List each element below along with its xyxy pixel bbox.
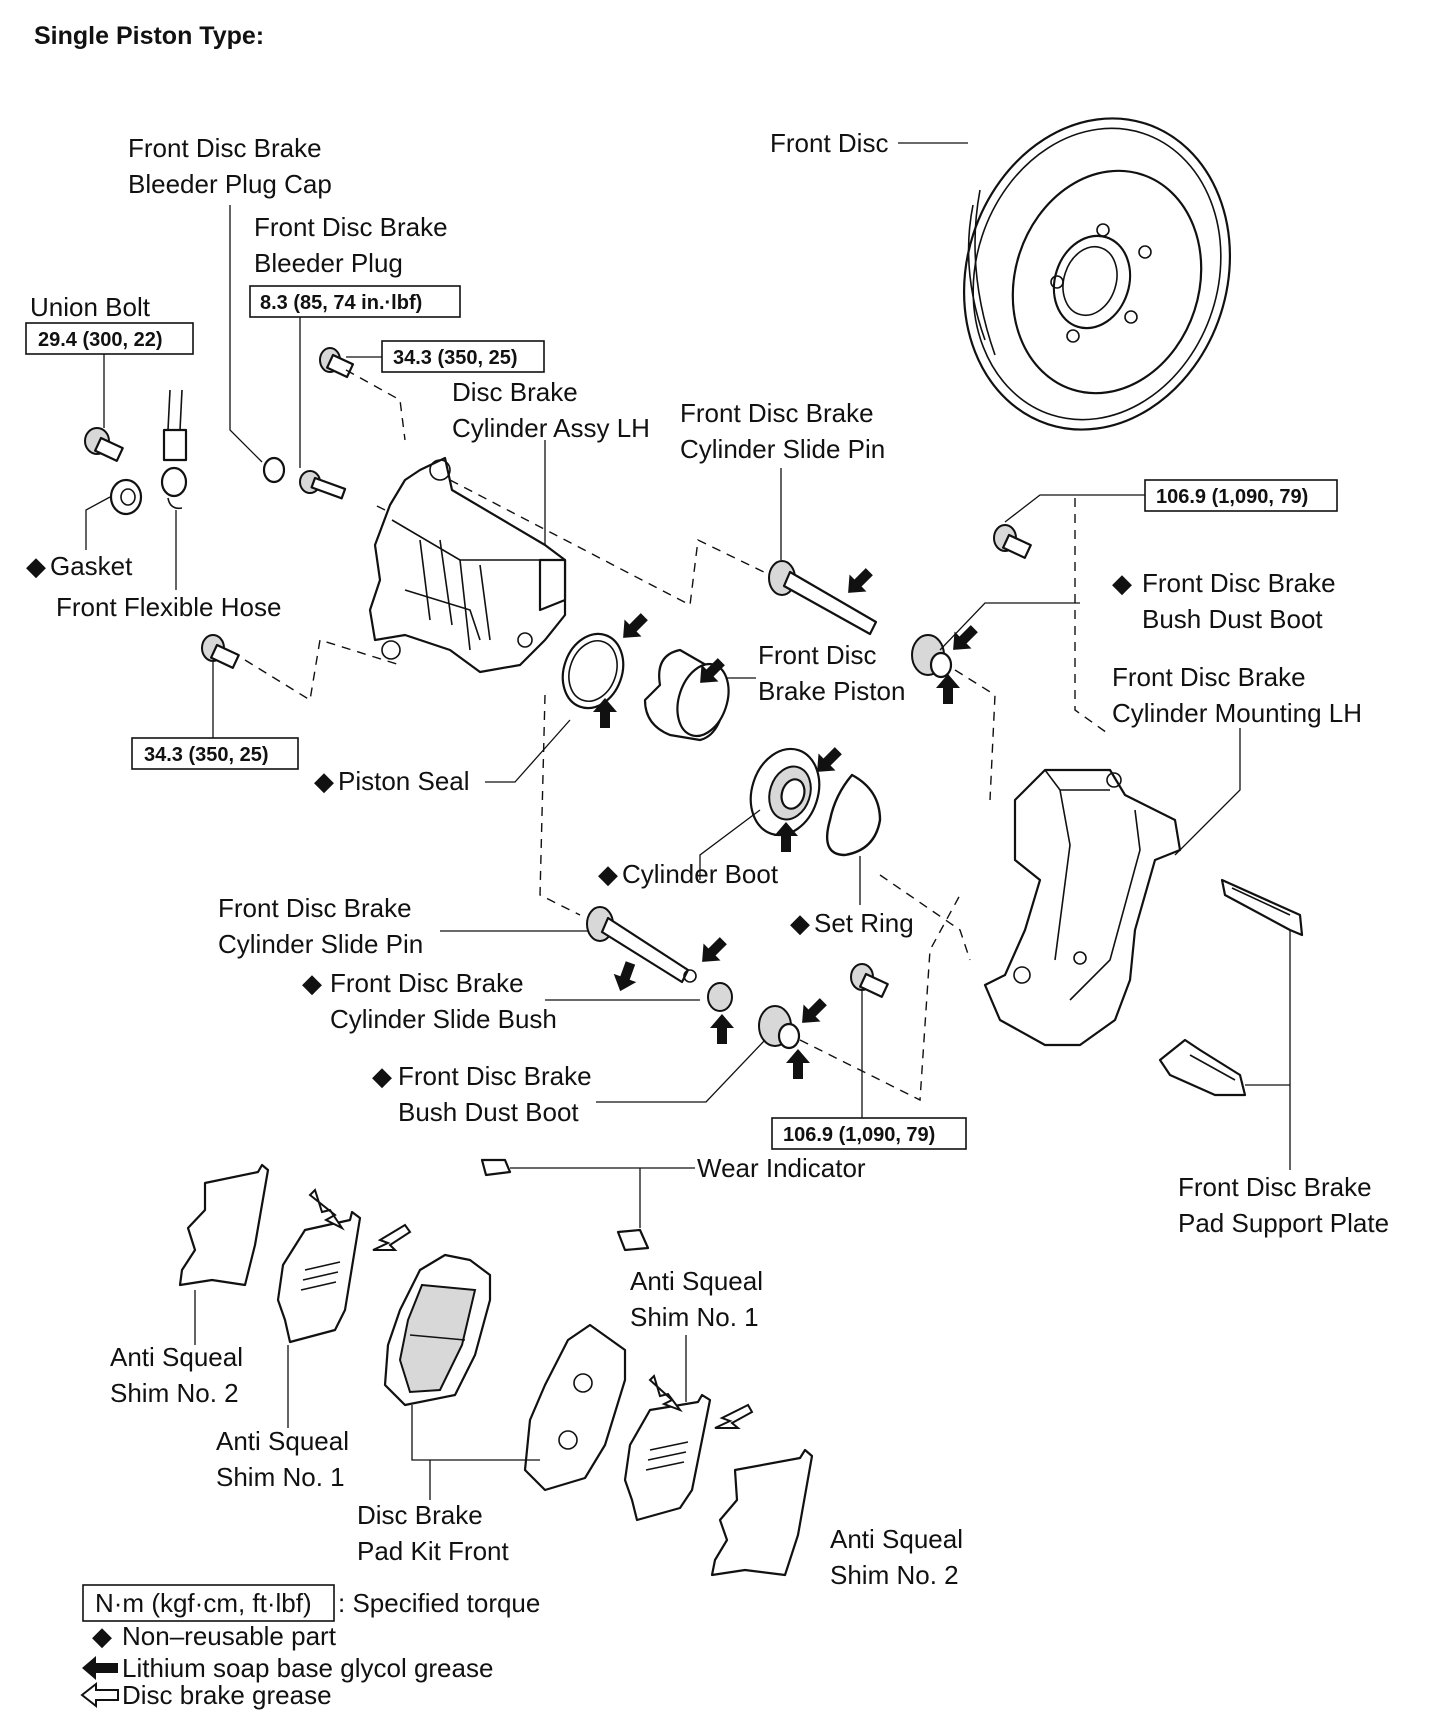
torque-lower-bolt: 106.9 (1,090, 79) [783,1124,935,1146]
label-shim2-right-line2: Shim No. 2 [830,1560,959,1590]
right-bolt-part [993,524,1032,559]
label-shim1-left-line2: Shim No. 1 [216,1462,345,1492]
label-flex-hose: Front Flexible Hose [56,592,281,622]
label-slide-pin-lower-line2: Cylinder Slide Pin [218,929,423,959]
label-shim2-right-line1: Anti Squeal [830,1524,963,1554]
label-mounting-line2: Cylinder Mounting LH [1112,698,1362,728]
piston-seal-diamond: ◆ [314,766,334,796]
cylinder-boot-diamond: ◆ [598,859,618,889]
label-slide-pin-lower-line1: Front Disc Brake [218,893,412,923]
label-bush-boot-upper-line2: Bush Dust Boot [1142,604,1323,634]
shim2-left-part [178,1163,270,1287]
label-pad-support-line2: Pad Support Plate [1178,1208,1389,1238]
bleeder-cap-part [262,456,286,484]
legend-disc-grease: Disc brake grease [122,1680,332,1710]
lower-bolt-part [850,963,889,998]
legend-torque-box [82,1584,335,1622]
slide-pin-upper-part [768,560,878,636]
pad-support-plate-part [1158,878,1304,1097]
label-slide-pin-upper-line1: Front Disc Brake [680,398,874,428]
slide-bush-diamond: ◆ [302,968,322,998]
legend-torque-desc: : Specified torque [338,1588,540,1618]
label-pad-support-line1: Front Disc Brake [1178,1172,1372,1202]
label-pad-kit-line1: Disc Brake [357,1500,483,1530]
label-shim2-left-line2: Shim No. 2 [110,1378,239,1408]
label-cyl-boot: Cylinder Boot [622,859,779,889]
legend-solid-arrow-icon [82,1656,118,1680]
label-slide-pin-upper-line2: Cylinder Slide Pin [680,434,885,464]
label-pad-kit-line2: Pad Kit Front [357,1536,510,1566]
bush-boot-lower-diamond: ◆ [372,1061,392,1091]
front-disc-part [962,117,1232,431]
legend-lithium: Lithium soap base glycol grease [122,1653,493,1683]
torque-top-bolt: 34.3 (350, 25) [393,347,518,369]
bush-boot-upper-diamond: ◆ [1112,568,1132,598]
pad-inner-part [523,1323,627,1492]
label-union-bolt: Union Bolt [30,292,151,322]
slide-bush-part [707,982,733,1012]
shim1-right-part [623,1393,712,1522]
flexible-hose-part [160,389,188,510]
label-bleeder-cap-line1: Front Disc Brake [128,133,322,163]
bush-boot-upper-part [911,634,953,679]
label-shim1-left-line1: Anti Squeal [216,1426,349,1456]
torque-union-bolt: 29.4 (300, 22) [38,329,163,351]
label-piston-seal: Piston Seal [338,766,470,796]
label-shim1-right-line2: Shim No. 1 [630,1302,759,1332]
shim1-left-part [276,1210,362,1344]
page-title: Single Piston Type: [34,22,264,50]
label-bleeder-plug-line2: Bleeder Plug [254,248,403,278]
legend-non-reusable: Non–reusable part [122,1621,337,1651]
piston-seal-part [561,632,625,710]
label-mounting-line1: Front Disc Brake [1112,662,1306,692]
torque-right-bolt: 106.9 (1,090, 79) [1156,486,1308,508]
label-shim2-left-line1: Anti Squeal [110,1342,243,1372]
legend-torque-unit: N·m (kgf·cm, ft·lbf) [95,1588,312,1618]
label-bush-boot-lower-line1: Front Disc Brake [398,1061,592,1091]
bleeder-plug-part [299,470,347,500]
legend-open-arrow-icon [80,1681,119,1709]
top-bolt-part [319,347,355,379]
pad-outer-part [383,1253,492,1407]
torque-left-bolt: 34.3 (350, 25) [144,744,269,766]
shim2-right-part [710,1448,814,1577]
label-cyl-assy-line2: Cylinder Assy LH [452,413,650,443]
left-bolt-part [201,634,240,669]
wear-indicator-part [480,1158,650,1252]
legend: N·m (kgf·cm, ft·lbf) : Specified torque … [80,1584,540,1710]
label-bush-boot-upper-line1: Front Disc Brake [1142,568,1336,598]
label-piston-line1: Front Disc [758,640,876,670]
label-set-ring: Set Ring [814,908,914,938]
label-bush-boot-lower-line2: Bush Dust Boot [398,1097,579,1127]
label-piston-line2: Brake Piston [758,676,905,706]
label-shim1-right-line1: Anti Squeal [630,1266,763,1296]
label-front-disc: Front Disc [770,128,888,158]
bush-boot-lower-part [758,1005,801,1050]
label-bleeder-cap-line2: Bleeder Plug Cap [128,169,332,199]
set-ring-part [825,773,882,857]
label-slide-bush-line1: Front Disc Brake [330,968,524,998]
label-wear-indicator: Wear Indicator [697,1153,866,1183]
gasket-part [109,478,143,516]
legend-diamond-icon: ◆ [92,1621,112,1651]
label-gasket: Gasket [50,551,133,581]
gasket-diamond: ◆ [26,551,46,581]
label-slide-bush-line2: Cylinder Slide Bush [330,1004,557,1034]
union-bolt-part [84,427,124,462]
slide-pin-lower-part [586,906,697,984]
set-ring-diamond: ◆ [790,908,810,938]
label-cyl-assy-line1: Disc Brake [452,377,578,407]
torque-bleeder: 8.3 (85, 74 in.·lbf) [260,292,422,314]
cylinder-boot-part [749,747,821,837]
cylinder-mounting-part [983,768,1182,1047]
label-bleeder-plug-line1: Front Disc Brake [254,212,448,242]
caliper-cylinder-part [368,456,567,674]
